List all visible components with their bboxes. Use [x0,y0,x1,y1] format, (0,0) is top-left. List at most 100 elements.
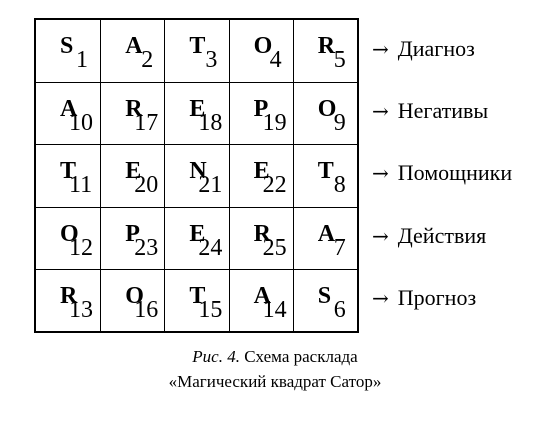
cell-letter: E [189,96,206,123]
row-label: Помощники [397,160,513,186]
cell-number: 9 [333,110,346,137]
cell-letter: S [60,33,74,59]
cell-letter: A [253,282,271,309]
right-arrow-icon: → [372,99,389,124]
cell-number: 14 [262,296,287,323]
cell-letter: E [189,220,206,247]
cell-letter: R [317,33,336,59]
row-label-item: → Негативы [372,96,488,126]
cell-number: 16 [134,296,159,323]
figure-number: Рис. 4. [192,347,240,366]
row-label: Прогноз [397,284,477,310]
cell-letter: A [125,33,143,59]
row-label: Действия [397,222,487,248]
cell-number: 2 [141,47,154,73]
caption-title: Схема расклада [244,347,358,366]
right-arrow-icon: → [372,285,389,310]
cell-number: 25 [262,234,287,261]
right-arrow-icon: → [372,37,389,61]
cell-number: 7 [333,234,346,261]
cell-number: 23 [134,234,159,261]
cell-number: 15 [198,296,223,323]
cell-number: 24 [198,234,223,261]
figure-caption-line1: Рис. 4. Схема расклада [0,347,550,367]
cell-number: 1 [76,47,88,73]
figure-caption-line2: «Магический квадрат Сатор» [168,372,382,391]
cell-letter: N [189,158,207,185]
cell-letter: O [125,282,144,309]
cell-letter: E [125,158,142,185]
right-arrow-icon: → [372,161,389,186]
cell-number: 21 [198,172,223,199]
cell-letter: A [317,220,336,247]
cell-number: 12 [69,234,93,261]
cell-letter: R [253,220,271,247]
row-label-item: → Помощники [372,158,512,188]
cell-letter: A [60,96,78,123]
cell-number: 5 [333,47,346,73]
cell-number: 11 [69,172,93,199]
cell-number: 3 [205,47,218,73]
cell-letter: P [253,96,269,123]
cell-letter: T [60,158,77,185]
cell-letter: T [189,282,206,309]
cell-letter: E [253,158,270,185]
cell-number: 20 [134,172,159,199]
cell-letter: O [60,220,79,247]
cell-number: 8 [333,172,346,199]
row-label: Диагноз [397,36,475,61]
row-label-item: → Действия [372,221,486,251]
cell-letter: O [253,33,273,59]
cell-letter: R [60,282,78,309]
cell-letter: S [317,282,332,309]
row-label-item: → Диагноз [372,34,475,64]
cell-number: 17 [134,110,159,137]
cell-letter: T [189,33,206,59]
row-label-item: → Прогноз [372,283,476,313]
cell-number: 4 [269,47,282,73]
cell-number: 22 [262,172,287,199]
cell-number: 6 [333,296,346,323]
cell-letter: R [125,96,143,123]
right-arrow-icon: → [372,223,389,248]
cell-number: 19 [262,110,287,137]
row-label: Негативы [397,98,489,124]
cell-letter: O [317,96,337,123]
cell-letter: P [125,220,140,247]
cell-number: 10 [69,110,93,137]
cell-letter: T [317,158,334,185]
cell-number: 13 [69,296,93,323]
cell-number: 18 [198,110,223,137]
